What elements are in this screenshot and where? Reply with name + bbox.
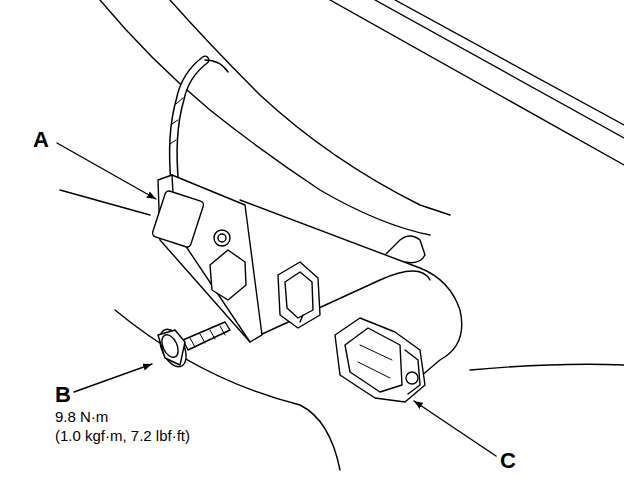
callout-letter: C: [500, 449, 516, 473]
callout-letter: A: [33, 128, 49, 152]
torque-spec: 9.8 N·m: [55, 409, 108, 426]
leader-line: [414, 401, 496, 456]
leader-line: [74, 364, 152, 392]
leader-line: [57, 143, 156, 199]
callout-letter: B: [55, 383, 71, 407]
torque-spec: (1.0 kgf·m, 7.2 lbf·ft): [55, 428, 190, 445]
